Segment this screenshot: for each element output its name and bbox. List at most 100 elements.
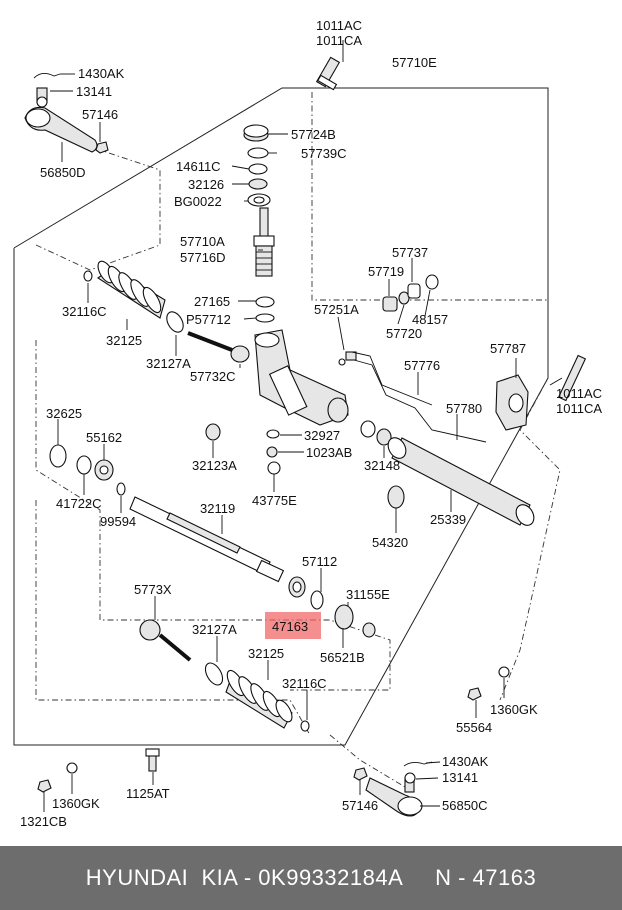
label-1011ac-right: 1011AC [556, 386, 602, 401]
bushing-32123a [205, 423, 221, 441]
band-32127a-top [166, 311, 184, 333]
fitting-57251a [345, 351, 357, 361]
hydraulic-line-57780 [353, 359, 487, 443]
pinion-shaft-57710a [253, 207, 275, 277]
label-48157: 48157 [412, 312, 448, 327]
dashed-outline-mid [35, 149, 161, 271]
label-43775e: 43775E [252, 493, 297, 508]
label-5773x: 5773X [134, 582, 172, 597]
seal-55162-inner [99, 465, 109, 475]
label-32119: 32119 [200, 501, 235, 516]
washer-1360gk-right [498, 666, 510, 678]
label-57776: 57776 [404, 358, 440, 373]
label-32127a-bottom: 32127A [192, 622, 237, 637]
oring-p57712 [255, 313, 275, 323]
label-p57712: P57712 [186, 312, 231, 327]
label-32625: 32625 [46, 406, 82, 421]
assembly-dashed-outline [311, 92, 548, 301]
label-57251a: 57251A [314, 302, 359, 317]
clip-32116c-bottom [300, 720, 310, 732]
inner-tie-rod-57732c [187, 331, 250, 363]
label-1125at: 1125AT [126, 786, 170, 801]
label-bg0022: BG0022 [174, 194, 222, 209]
label-55564: 55564 [456, 720, 492, 735]
label-32125-bottom: 32125 [248, 646, 284, 661]
gear-housing [254, 329, 349, 426]
washer-32927 [266, 429, 280, 439]
seal-41722c [76, 455, 92, 475]
label-32116c-bottom: 32116C [282, 676, 327, 691]
label-31155e: 31155E [346, 587, 390, 602]
label-1360gk-left: 1360GK [52, 796, 100, 811]
label-32148: 32148 [364, 458, 400, 473]
washer-1360gk-left [66, 762, 78, 774]
bellows-boot-32125-bottom [225, 669, 293, 729]
label-57739c: 57739C [301, 146, 347, 161]
label-99594: 99594 [100, 514, 136, 529]
tie-rod-end-56850c [365, 772, 423, 817]
leader-lines [43, 40, 563, 812]
label-1011ca-top: 1011CA [316, 33, 362, 48]
nut-1023ab [266, 446, 278, 458]
label-41722c: 41722C [56, 496, 102, 511]
label-1430ak-top: 1430AK [78, 66, 125, 81]
ring-99594 [116, 482, 126, 496]
footer-part-text: HYUNDAI KIA - 0K99332184A N - 47163 [85, 865, 537, 890]
label-32927: 32927 [304, 428, 340, 443]
ring-27165 [255, 296, 275, 308]
label-57710e: 57710E [392, 55, 437, 70]
bush-56521b [334, 604, 354, 630]
label-47163: 47163 [272, 619, 308, 634]
label-1430ak-bottom: 1430AK [442, 754, 489, 769]
oring-48157 [425, 274, 439, 290]
label-56850d: 56850D [40, 165, 86, 180]
label-32127a-top: 32127A [146, 356, 191, 371]
label-1360gk-right: 1360GK [490, 702, 538, 717]
nut-57146-top [95, 141, 109, 154]
nut-1321cb [37, 779, 52, 793]
oring-32625 [49, 444, 67, 468]
label-13141-bottom: 13141 [442, 770, 478, 785]
label-57719: 57719 [368, 264, 404, 279]
ring-32148b [376, 428, 392, 446]
ring-31155e [362, 622, 376, 638]
label-57112: 57112 [302, 554, 337, 569]
label-55162: 55162 [86, 430, 122, 445]
label-32125-top: 32125 [106, 333, 142, 348]
seal-32148 [360, 420, 376, 438]
label-57720: 57720 [386, 326, 422, 341]
bolt-1011ac-top [315, 56, 341, 91]
label-1011ac-top: 1011AC [316, 18, 362, 33]
label-54320: 54320 [372, 535, 408, 550]
label-1023ab: 1023AB [306, 445, 352, 460]
clip-32116c-top [83, 270, 93, 282]
hydraulic-line-57776 [351, 351, 433, 406]
label-57710a: 57710A [180, 234, 225, 249]
label-27165: 27165 [194, 294, 230, 309]
label-57146-top: 57146 [82, 107, 118, 122]
label-1321cb: 1321CB [20, 814, 67, 829]
label-13141-top: 13141 [76, 84, 112, 99]
yoke-57720 [382, 296, 398, 312]
bushing-54320 [387, 485, 405, 509]
bellows-boot-32125-top [97, 260, 166, 319]
oil-seal-47163-inner [292, 581, 302, 593]
label-32116c-top: 32116C [62, 304, 107, 319]
dashed-outline-bottom [35, 500, 311, 736]
part-number-footer: HYUNDAI KIA - 0K99332184A N - 47163 [0, 846, 622, 910]
part-labels: 1011AC 1011CA 57710E 1430AK 13141 57146 … [20, 18, 602, 829]
label-1011ca-right: 1011CA [556, 401, 602, 416]
snap-ring-57112 [310, 590, 324, 610]
rack-tube-25339 [387, 437, 535, 526]
dashed-outline-lower [99, 560, 391, 691]
nut-55564 [467, 687, 482, 701]
band-32127a-bottom [204, 662, 224, 686]
nut-57146-bottom [353, 767, 368, 781]
label-57737: 57737 [392, 245, 428, 260]
dashed-outline-tieend [329, 734, 411, 791]
tie-rod-end-56850d [24, 87, 98, 153]
label-56850c: 56850C [442, 798, 488, 813]
label-57787: 57787 [490, 341, 526, 356]
bracket-57787 [495, 374, 529, 431]
